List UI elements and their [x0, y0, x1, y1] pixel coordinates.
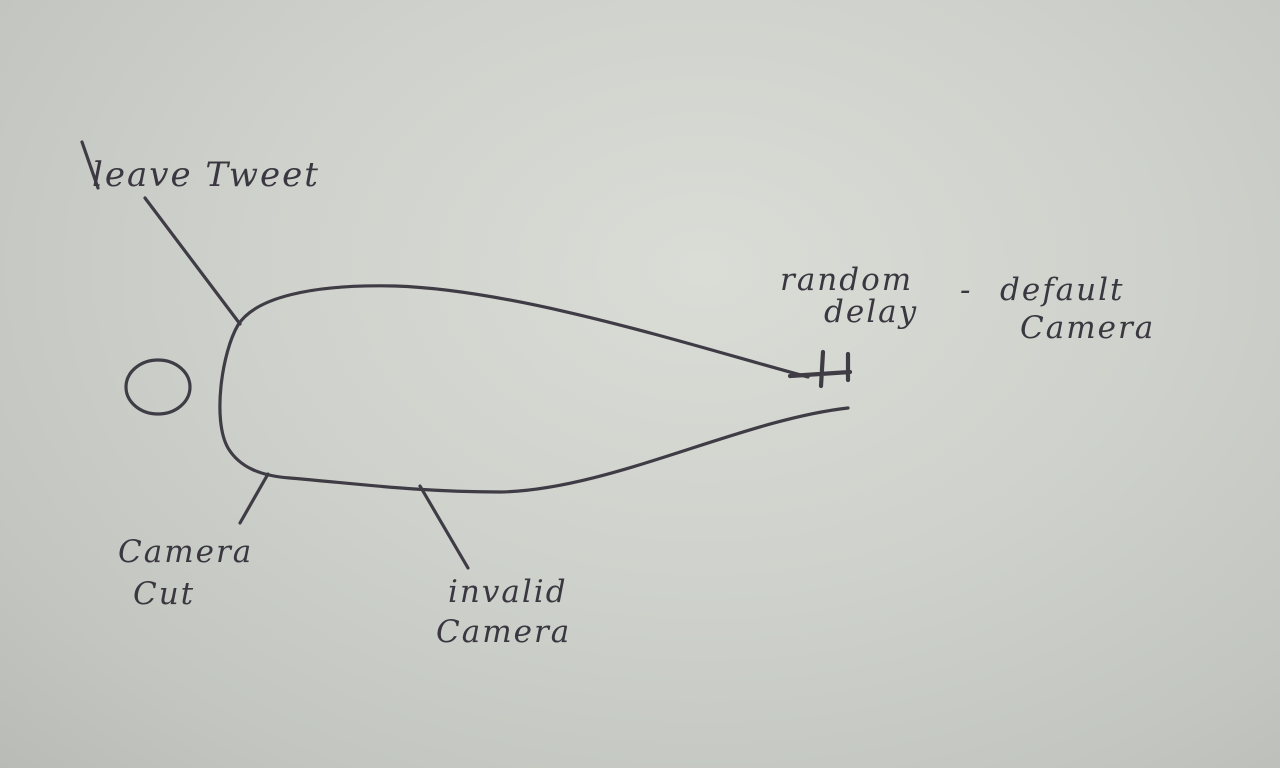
- label-leave-tweet: leave Tweet: [92, 155, 320, 195]
- teardrop-tube-shape: [218, 284, 850, 494]
- label-stroke-leave-tweet: [80, 140, 100, 190]
- label-invalid-camera-line1: invalid: [448, 574, 568, 610]
- label-invalid-camera-line2: Camera: [436, 614, 571, 650]
- small-circle-shape: [124, 358, 192, 416]
- label-default-camera-line1: default: [1000, 272, 1124, 308]
- leader-line-leave-tweet: [143, 196, 242, 326]
- leader-line-camera-cut: [238, 472, 270, 525]
- label-random-delay-line2: delay: [824, 294, 918, 330]
- label-random-delay-line1: random: [780, 262, 913, 298]
- tube-end-cap-shape: [787, 349, 853, 389]
- leader-line-invalid-camera: [418, 484, 470, 570]
- label-camera-cut-line2: Cut: [133, 576, 195, 612]
- label-camera-cut-line1: Camera: [118, 534, 253, 570]
- label-dash: -: [960, 272, 972, 308]
- label-default-camera-line2: Camera: [1020, 310, 1155, 346]
